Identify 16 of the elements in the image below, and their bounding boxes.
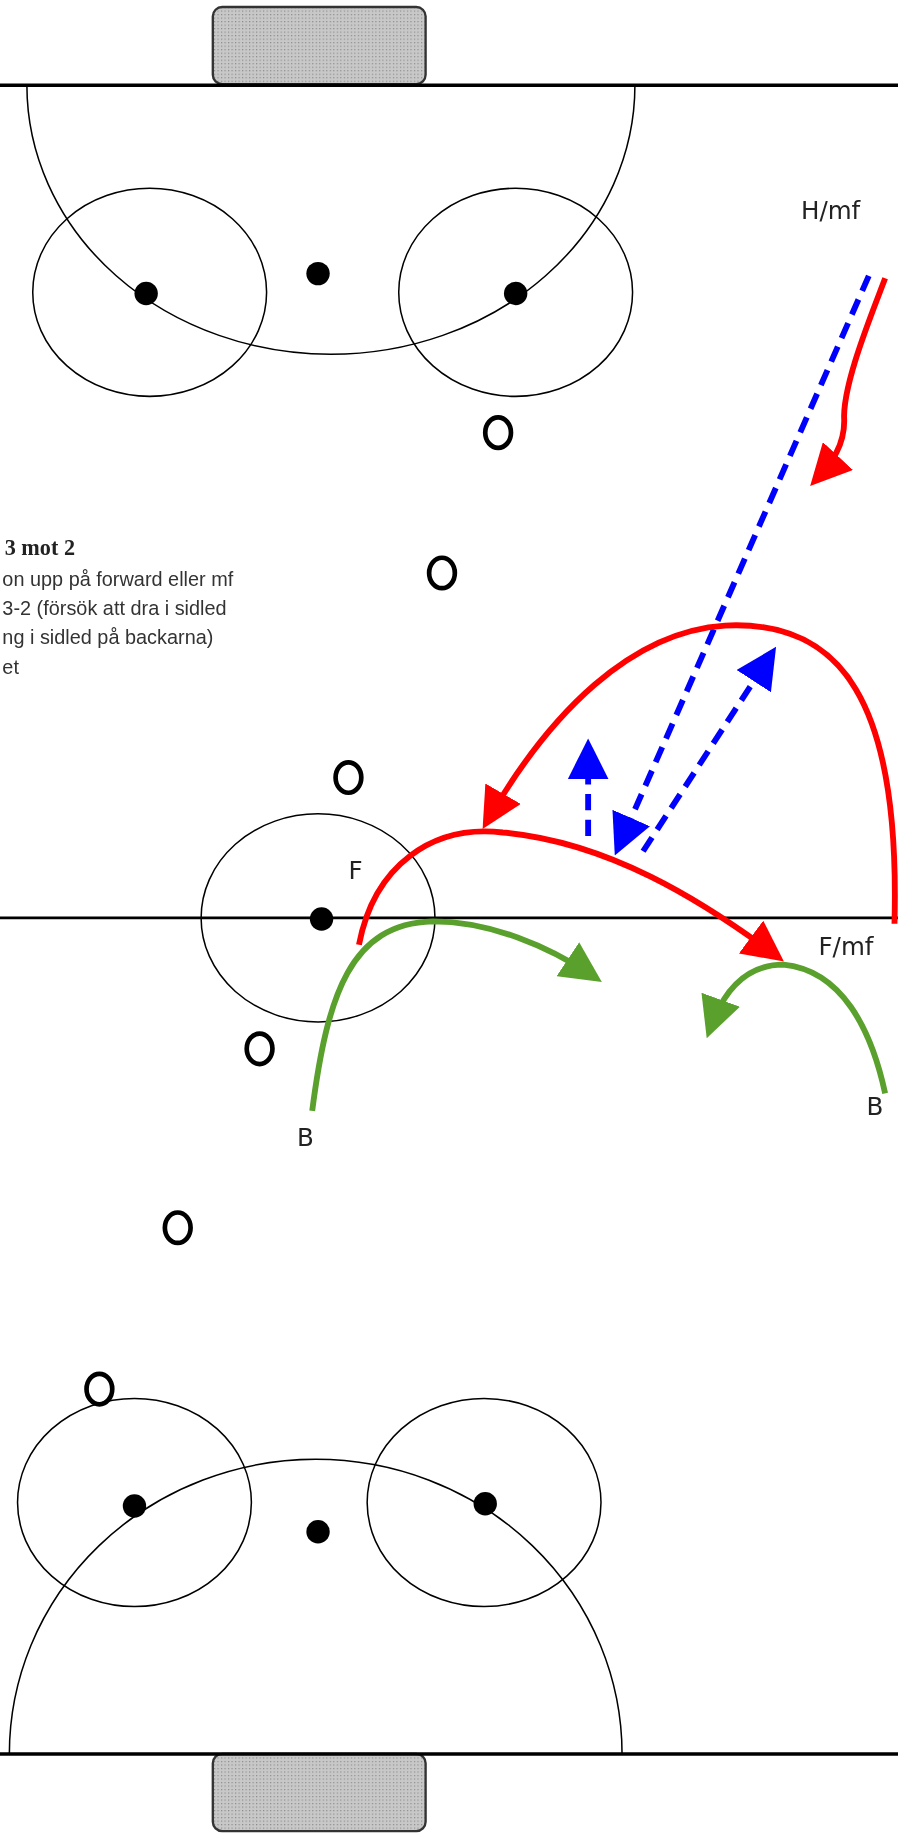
skating-arrow bbox=[309, 918, 602, 1112]
drill-note: ng i sidled på backarna) bbox=[2, 627, 214, 648]
player-label: H/mf bbox=[800, 198, 861, 224]
drill-note: et bbox=[2, 657, 19, 677]
player-label: B bbox=[297, 1126, 314, 1151]
pass-arrow bbox=[612, 274, 872, 856]
drill-note: on upp på forward eller mf bbox=[2, 569, 234, 590]
skating-arrow bbox=[482, 622, 898, 924]
drill-note: 3-2 (försök att dra i sidled bbox=[2, 598, 227, 619]
player-label: B bbox=[866, 1095, 884, 1121]
player-label: F bbox=[348, 859, 363, 884]
skating-arrow bbox=[356, 828, 784, 962]
skating-arrow bbox=[810, 277, 888, 487]
skating-arrow bbox=[702, 961, 888, 1094]
drill-heading: 3 mot 2 bbox=[4, 536, 75, 559]
player-label: F/mf bbox=[818, 935, 874, 960]
